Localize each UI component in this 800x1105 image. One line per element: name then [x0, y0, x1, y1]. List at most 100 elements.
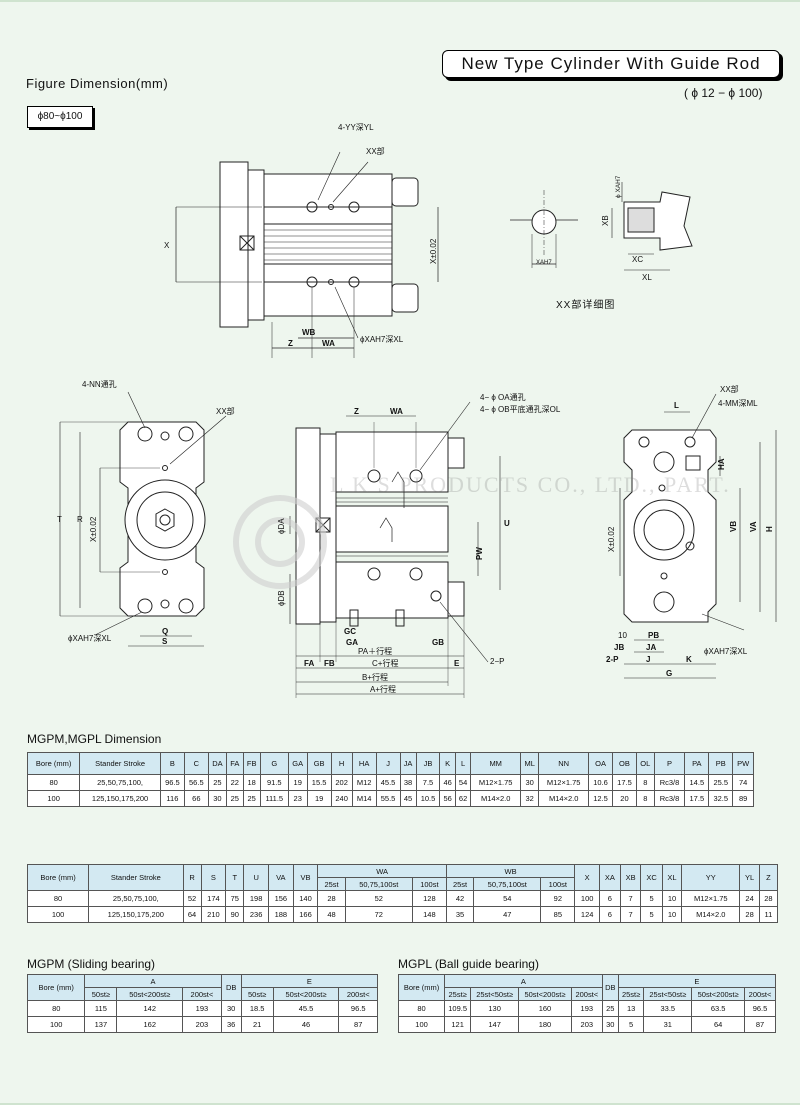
table-cell: 45.5	[272, 1000, 340, 1017]
label-k: K	[686, 655, 692, 664]
table-cell: Rc3/8	[653, 790, 686, 807]
side-view	[289, 401, 501, 698]
table-cell: 32.5	[708, 790, 734, 807]
table-cell: 7	[619, 890, 642, 907]
label-pa: PA＋行程	[358, 646, 392, 656]
table-header-cell: T	[225, 864, 245, 891]
table-header-cell: 50st<200st≥	[116, 987, 184, 1001]
table-cell: 10.5	[415, 790, 441, 807]
table-header-cell: DA	[207, 752, 228, 775]
table-cell: 125,150,175,200	[79, 790, 161, 807]
label-e: E	[454, 659, 460, 668]
table-cell: 56.5	[183, 774, 209, 791]
table-subheader-row: 25st≥25st<50st≥50st<200st≥200st<25st≥25s…	[399, 987, 776, 1001]
label-ob: 4− ϕ OB平底通孔深OL	[480, 404, 561, 414]
table-header-cell: WB	[445, 864, 576, 878]
table-header-cell: 200st<	[744, 987, 776, 1001]
table-header-cell: ML	[520, 752, 540, 775]
table-header-cell: B	[159, 752, 185, 775]
label-rod-2p: 2-P	[606, 655, 619, 664]
label-u: U	[504, 519, 510, 528]
bore-range: ( ϕ 12 − ϕ 100)	[684, 86, 763, 100]
table-cell: 28	[758, 890, 779, 907]
table-cell: 48	[317, 906, 346, 923]
table-cell: 96.5	[744, 1000, 776, 1017]
table-header-cell: Bore (mm)	[26, 752, 81, 775]
table-cell: 193	[182, 1000, 222, 1017]
table-cell: 85	[540, 906, 576, 923]
table-cell: 75	[225, 890, 245, 907]
table-cell: 46	[439, 774, 456, 791]
table-cell: 100	[26, 1016, 86, 1033]
table-header-cell: 25st<50st≥	[470, 987, 520, 1001]
label-t: T	[57, 515, 62, 524]
table-header-cell: GB	[306, 752, 332, 775]
table-cell: 25	[242, 790, 261, 807]
table-cell: 28	[739, 906, 760, 923]
table-cell: 142	[116, 1000, 184, 1017]
table-cell: 5	[640, 890, 663, 907]
table-cell: 25,50,75,100,	[79, 774, 161, 791]
table-cell: 14.5	[684, 774, 710, 791]
table-header-cell: U	[243, 864, 269, 891]
table-header-cell: DB	[220, 974, 242, 1001]
label-end-xa: ϕXAH7深XL	[68, 634, 112, 643]
table-cell: 174	[200, 890, 227, 907]
table-header-cell: A	[444, 974, 603, 988]
table-header-cell: J	[375, 752, 401, 775]
table-cell: 31	[643, 1016, 693, 1033]
table-cell: 96.5	[338, 1000, 378, 1017]
table-cell: 80	[26, 774, 81, 791]
table-cell: M12×1.75	[681, 890, 741, 907]
table-header-cell: 25st≥	[617, 987, 645, 1001]
label-gb: GB	[432, 638, 444, 647]
label-rod-xa: ϕXAH7深XL	[704, 647, 748, 656]
table-header-cell: OA	[588, 752, 613, 775]
label-jb: JB	[614, 643, 624, 652]
label-g: G	[666, 669, 672, 678]
table-header-cell: GA	[287, 752, 308, 775]
table-header-cell: 50st≥	[240, 987, 274, 1001]
table-header-cell: PA	[684, 752, 710, 775]
label-va: VA	[749, 521, 758, 532]
label-fa: FA	[304, 659, 314, 668]
table-cell: 33.5	[643, 1000, 693, 1017]
label-x: X	[164, 241, 170, 250]
table-cell: 6	[599, 906, 621, 923]
table-cell: 56	[439, 790, 456, 807]
table-header-cell: E	[240, 974, 379, 988]
label-rod-x002: X±0.02	[607, 526, 616, 552]
table-cell: 236	[243, 906, 269, 923]
table-header-cell: OB	[612, 752, 637, 775]
table-header-cell: VA	[268, 864, 294, 891]
table-header-cell: 50,75,100st	[344, 877, 413, 891]
watermark-text: L K S PRODUCTS CO., LTD., PART.	[330, 472, 731, 497]
table-cell: 166	[292, 906, 319, 923]
table-cell: 17.5	[684, 790, 710, 807]
table-cell: 30	[520, 774, 540, 791]
table-cell: 89	[732, 790, 754, 807]
table-cell: 91.5	[259, 774, 289, 791]
table-cell: 100	[26, 790, 81, 807]
table-header-cell: 50st≥	[84, 987, 118, 1001]
table-header-cell: 100st	[411, 877, 447, 891]
label-10: 10	[618, 631, 627, 640]
table-header-cell: YY	[681, 864, 741, 891]
table-cell: 17.5	[612, 774, 637, 791]
table-header-cell: Bore (mm)	[397, 974, 446, 1001]
table-header-cell: Bore (mm)	[26, 864, 90, 891]
table1-title: MGPM,MGPL Dimension	[27, 732, 162, 746]
label-db: ϕDB	[277, 590, 286, 606]
table-cell: 111.5	[259, 790, 289, 807]
table-cell: 124	[574, 906, 601, 923]
table-cell: 240	[330, 790, 353, 807]
table-cell: 63.5	[691, 1000, 746, 1017]
label-fb: FB	[324, 659, 335, 668]
